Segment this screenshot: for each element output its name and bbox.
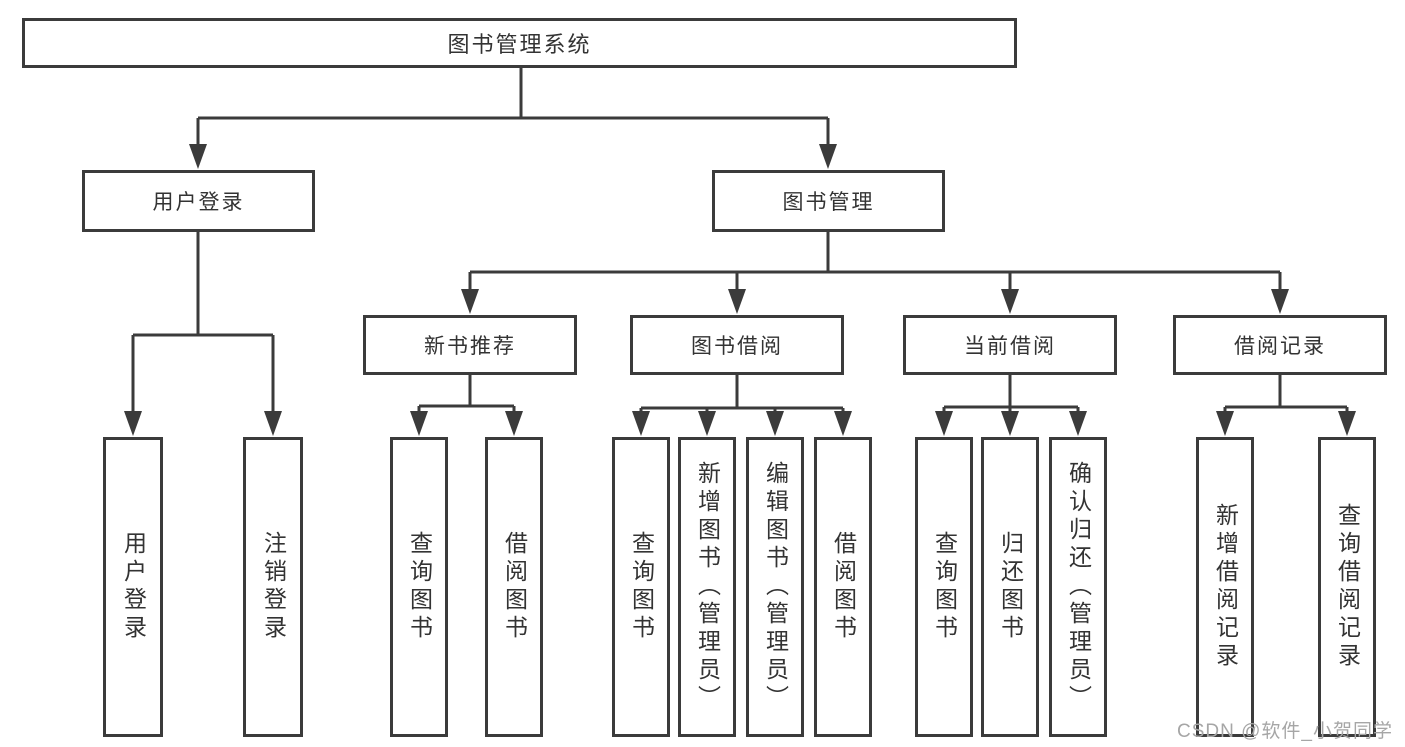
node-root: 图书管理系统 [22,18,1017,68]
leaf-query-books-1-label: 查询图书 [406,531,433,643]
node-root-label: 图书管理系统 [447,32,592,57]
node-borrowing-records-label: 借阅记录 [1234,335,1326,358]
leaf-query-books-3-label: 查询图书 [931,531,958,643]
node-current-borrowing: 当前借阅 [903,315,1117,375]
leaf-confirm-return-admin: 确认归还（管理员） [1049,437,1107,737]
arrowheads [124,144,1356,436]
node-new-book-recommendation-label: 新书推荐 [424,335,516,358]
leaf-borrow-books-1-label: 借阅图书 [501,531,528,643]
leaf-query-books-2-label: 查询图书 [628,531,655,643]
leaf-confirm-return-admin-label: 确认归还（管理员） [1065,461,1092,713]
leaf-edit-book-admin: 编辑图书（管理员） [746,437,804,737]
leaf-query-borrow-record: 查询借阅记录 [1318,437,1376,737]
leaf-user-login-label: 用户登录 [120,531,147,643]
leaf-query-books-3: 查询图书 [915,437,973,737]
node-current-borrowing-label: 当前借阅 [964,335,1056,358]
leaf-edit-book-admin-label: 编辑图书（管理员） [762,461,789,713]
watermark: CSDN @软件_小贺同学 [1177,721,1393,742]
leaf-add-book-admin-label: 新增图书（管理员） [694,461,721,713]
node-user-login-label: 用户登录 [152,191,245,214]
node-user-login: 用户登录 [82,170,315,232]
leaf-return-books: 归还图书 [981,437,1039,737]
leaf-add-borrow-record-label: 新增借阅记录 [1212,503,1239,671]
leaf-add-book-admin: 新增图书（管理员） [678,437,736,737]
leaf-logout: 注销登录 [243,437,303,737]
leaf-borrow-books-1: 借阅图书 [485,437,543,737]
leaf-borrow-books-2: 借阅图书 [814,437,872,737]
leaf-query-books-1: 查询图书 [390,437,448,737]
node-borrowing-records: 借阅记录 [1173,315,1387,375]
leaf-add-borrow-record: 新增借阅记录 [1196,437,1254,737]
node-book-borrowing-label: 图书借阅 [691,335,783,358]
node-book-management: 图书管理 [712,170,945,232]
leaf-query-books-2: 查询图书 [612,437,670,737]
leaf-logout-label: 注销登录 [260,531,287,643]
node-new-book-recommendation: 新书推荐 [363,315,577,375]
node-book-management-label: 图书管理 [782,191,875,214]
leaf-query-borrow-record-label: 查询借阅记录 [1334,503,1361,671]
leaf-borrow-books-2-label: 借阅图书 [830,531,857,643]
node-book-borrowing: 图书借阅 [630,315,844,375]
leaf-return-books-label: 归还图书 [997,531,1024,643]
leaf-user-login: 用户登录 [103,437,163,737]
